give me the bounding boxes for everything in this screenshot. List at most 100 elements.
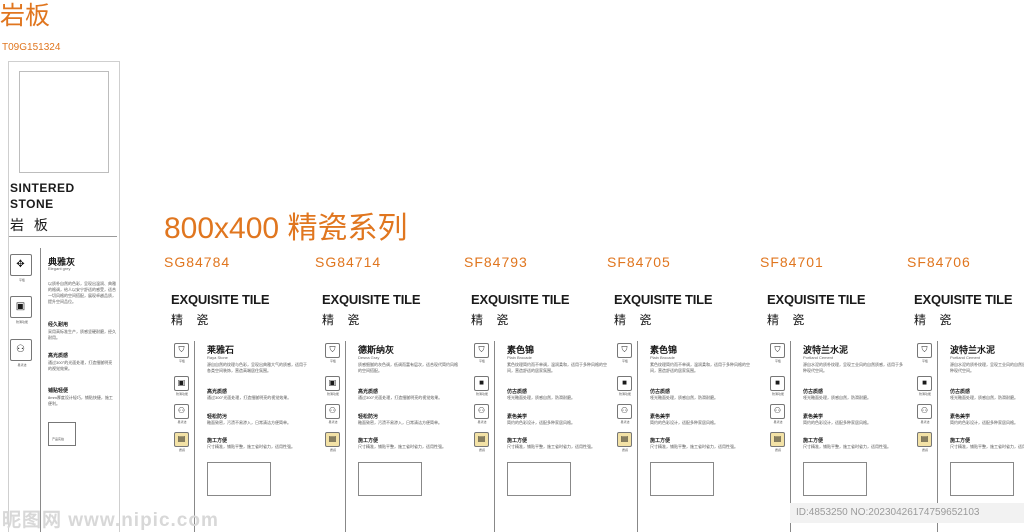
- feature-text: 尺寸精准，铺贴平整，施工省时省力，适用性强。: [358, 444, 446, 449]
- feature-head: 素色美学: [650, 414, 671, 420]
- feature-head: 施工方便: [950, 438, 971, 444]
- feature-text: 通过300°光面处理，打造细腻明亮的视觉效果。: [207, 395, 292, 400]
- panel-section-head: 高光质感: [48, 353, 69, 359]
- feature-head: 仿古质感: [950, 389, 971, 395]
- series-title: 800x400 精瓷系列: [164, 212, 408, 245]
- feature-text: 简约的色彩设计，适配多种家居风格。: [650, 420, 718, 425]
- vertical-divider: [790, 341, 791, 532]
- brand-line-2: STONE: [10, 197, 54, 211]
- feature-head: 高光质感: [207, 389, 228, 395]
- page-title: 岩板: [0, 2, 51, 30]
- feature-head: 轻松防污: [358, 414, 379, 420]
- feature-text: 简约的色彩设计，适配多种家居风格。: [803, 420, 871, 425]
- square-pattern-icon: ▣防滑功能: [10, 296, 32, 324]
- sample-box: 产品实拍: [48, 422, 76, 446]
- feature-text: 哑光釉面处理，质感自然，防滑耐磨。: [803, 395, 871, 400]
- document-icon: ▤质感: [325, 432, 340, 452]
- tile-pattern-icon: ■防滑功能: [770, 376, 785, 396]
- feature-text: 哑光釉面处理，质感自然，防滑耐磨。: [650, 395, 718, 400]
- vertical-divider: [637, 341, 638, 532]
- sample-box: [803, 462, 867, 496]
- feature-head: 素色美学: [803, 414, 824, 420]
- tile-heading: EXQUISITE TILE: [471, 292, 570, 307]
- product-name: 素色锦: [507, 345, 535, 355]
- watermark-id: ID:4853250 NO:20230426174759652103: [790, 503, 1024, 523]
- product-name-en: Desna Gray: [358, 355, 380, 360]
- product-desc: 素色纹理简约而不单调，温润柔和，适用于多种风格的空间，营造舒适的居家氛围。: [507, 362, 607, 373]
- feature-text: 哑光釉面处理，质感自然，防滑耐磨。: [950, 395, 1018, 400]
- people-icon: ⚇易清洁: [917, 404, 932, 424]
- sample-box: [507, 462, 571, 496]
- feature-head: 素色美学: [507, 414, 528, 420]
- product-code: T09G151324: [2, 42, 61, 53]
- divider: [9, 236, 117, 237]
- document-icon: ▤质感: [474, 432, 489, 452]
- sample-box: [207, 462, 271, 496]
- tile-heading: EXQUISITE TILE: [614, 292, 713, 307]
- people-icon: ⚇易清洁: [10, 339, 32, 367]
- cross-arrows-icon: ✥平板: [10, 254, 32, 282]
- feature-head: 素色美学: [950, 414, 971, 420]
- vertical-divider: [40, 248, 41, 532]
- sample-box: [950, 462, 1014, 496]
- feature-head: 施工方便: [507, 438, 528, 444]
- product-name-en: Plain Brocade: [650, 355, 675, 360]
- feature-head: 施工方便: [358, 438, 379, 444]
- people-icon: ⚇易清洁: [474, 404, 489, 424]
- panel-section-head: 经久耐用: [48, 322, 69, 328]
- sample-photo-frame: [19, 71, 109, 173]
- feature-head: 施工方便: [207, 438, 228, 444]
- panel-section-text: 采用高标准生产，质感坚硬耐磨，经久耐用。: [48, 329, 116, 340]
- tile-pattern-icon: ■防滑功能: [917, 376, 932, 396]
- panel-desc: 以质朴自然的色彩，呈现出温润、典雅的格调，给人以安宁舒适的感受，适合一切风格的空…: [48, 281, 116, 304]
- product-code: SF84705: [607, 254, 671, 270]
- shield-icon: ⛉平板: [917, 343, 932, 363]
- vertical-divider: [345, 341, 346, 532]
- tile-heading-cn: 精 瓷: [914, 313, 957, 327]
- feature-text: 尺寸精准，铺贴平整，施工省时省力，适用性强。: [803, 444, 891, 449]
- document-icon: ▤质感: [770, 432, 785, 452]
- product-name-en: Plain Brocade: [507, 355, 532, 360]
- feature-head: 施工方便: [803, 438, 824, 444]
- panel-section-text: 通过300°的光面处理，打造细腻明亮的视觉效果。: [48, 360, 113, 371]
- product-code: SG84714: [315, 254, 382, 270]
- product-desc: 质感细腻的灰色调，低调而富有层次，适合现代简约风格的空间搭配。: [358, 362, 458, 373]
- product-desc: 源自水泥的质朴纹理，呈现工业风的自然质感，适用于多种现代空间。: [950, 362, 1024, 373]
- feature-text: 尺寸精准，铺贴平整，施工省时省力，适用性强。: [507, 444, 595, 449]
- product-desc: 素色纹理简约而不单调，温润柔和，适用于多种风格的空间，营造舒适的居家氛围。: [650, 362, 750, 373]
- shield-icon: ⛉平板: [770, 343, 785, 363]
- people-icon: ⚇易清洁: [174, 404, 189, 424]
- vertical-divider: [194, 341, 195, 532]
- tile-heading: EXQUISITE TILE: [322, 292, 421, 307]
- product-name: 素色锦: [650, 345, 678, 355]
- brand-cn: 岩 板: [10, 217, 51, 233]
- feature-text: 哑光釉面处理，质感自然，防滑耐磨。: [507, 395, 575, 400]
- sample-box: [650, 462, 714, 496]
- feature-text: 简约的色彩设计，适配多种家居风格。: [950, 420, 1018, 425]
- feature-text: 釉面致密，污渍不易渗入，日常清洁方便简单。: [207, 420, 291, 425]
- tile-heading-cn: 精 瓷: [614, 313, 657, 327]
- document-icon: ▤质感: [174, 432, 189, 452]
- tile-pattern-icon: ■防滑功能: [617, 376, 632, 396]
- product-name-en: Raya Stone: [207, 355, 228, 360]
- tile-heading-cn: 精 瓷: [322, 313, 365, 327]
- feature-text: 通过300°光面处理，打造细腻明亮的视觉效果。: [358, 395, 443, 400]
- feature-head: 仿古质感: [507, 389, 528, 395]
- feature-text: 尺寸精准，铺贴平整，施工省时省力，适用性强。: [207, 444, 295, 449]
- panel-section-head: 铺贴轻便: [48, 388, 69, 394]
- product-desc: 源自自然的纹理与色彩，呈现出典雅大气的质感，适用于各类空间装饰，营造高端居住氛围…: [207, 362, 307, 373]
- shield-icon: ⛉平板: [174, 343, 189, 363]
- product-code: SF84706: [907, 254, 971, 270]
- product-code: SF84701: [760, 254, 824, 270]
- tile-heading-cn: 精 瓷: [471, 313, 514, 327]
- brand-line-1: SINTERED: [10, 181, 75, 195]
- tile-pattern-icon: ▣防滑功能: [325, 376, 340, 396]
- feature-head: 轻松防污: [207, 414, 228, 420]
- feature-text: 简约的色彩设计，适配多种家居风格。: [507, 420, 575, 425]
